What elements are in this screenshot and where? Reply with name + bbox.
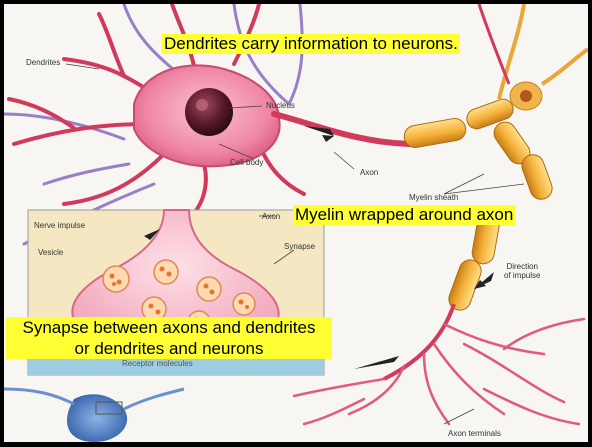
label-axon: Axon [360, 168, 378, 177]
label-vesicle: Vesicle [38, 248, 63, 257]
label-nucleus: Nucleus [266, 101, 295, 110]
label-nerve-impulse: Nerve impulse [34, 221, 85, 230]
label-direction-of-impulse: Direction of impulse [504, 262, 540, 280]
nucleus [185, 88, 233, 136]
callout-synapse: Synapse between axons and dendrites or d… [6, 317, 332, 359]
label-axon-terminals: Axon terminals [448, 429, 501, 438]
neuron-illustration: Dendrites Nucleus Cell body Axon Myelin … [4, 4, 588, 442]
label-dendrites: Dendrites [26, 58, 60, 67]
label-inset-axon: Axon [262, 212, 280, 221]
callout-synapse-line2: or dendrites and neurons [74, 339, 263, 358]
callout-dendrites: Dendrites carry information to neurons. [162, 34, 460, 54]
blue-neuron [4, 389, 184, 442]
direction-line2: of impulse [504, 271, 540, 280]
label-cell-body: Cell body [230, 158, 263, 167]
callout-synapse-line1: Synapse between axons and dendrites [23, 318, 316, 337]
direction-line1: Direction [506, 262, 538, 271]
callout-myelin: Myelin wrapped around axon [293, 205, 515, 225]
label-synapse: Synapse [284, 242, 315, 251]
label-myelin-sheath: Myelin sheath [409, 193, 458, 202]
axon [274, 114, 409, 144]
label-receptor-molecules: Receptor molecules [122, 359, 193, 368]
orange-neuron [479, 4, 588, 110]
